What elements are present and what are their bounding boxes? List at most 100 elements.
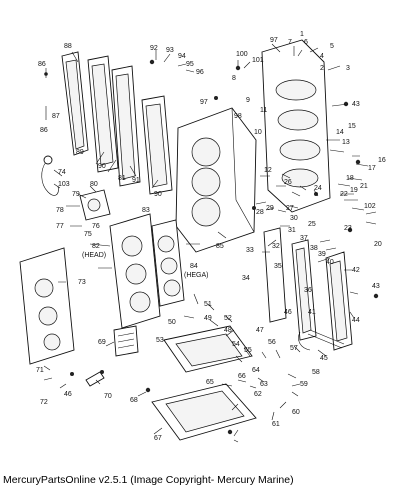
- callout-88: 88: [64, 43, 72, 50]
- callout-84-hega-note: (HEGA): [184, 272, 209, 279]
- callout-98: 98: [234, 113, 242, 120]
- callout-31: 31: [288, 227, 296, 234]
- callout-24: 24: [314, 185, 322, 192]
- callout-90-left: 90: [98, 163, 106, 170]
- callout-96: 96: [196, 69, 204, 76]
- callout-38: 38: [310, 245, 318, 252]
- callout-84: 84: [190, 263, 198, 270]
- callout-19: 19: [350, 187, 358, 194]
- copyright-caption: MercuryPartsOnline v2.5.1 (Image Copyrig…: [3, 474, 294, 486]
- callout-4: 4: [320, 53, 324, 60]
- callout-97-lower: 97: [200, 99, 208, 106]
- cylinder-head: [109, 213, 161, 329]
- thermostat-housing: [79, 189, 111, 221]
- callout-59: 59: [300, 381, 308, 388]
- callout-37: 37: [300, 235, 308, 242]
- callout-103: 103: [58, 181, 70, 188]
- upper-bearing-plate: [163, 325, 253, 373]
- callout-87: 87: [52, 113, 60, 120]
- callout-11: 11: [260, 107, 267, 114]
- water-hose-fitting: [41, 155, 59, 196]
- callout-95: 95: [186, 61, 194, 68]
- transfer-port-cover-rear: [325, 251, 353, 351]
- callout-70: 70: [104, 393, 112, 400]
- callout-17: 17: [368, 165, 376, 172]
- callout-78: 78: [56, 207, 64, 214]
- callout-7: 7: [288, 39, 292, 46]
- callout-73: 73: [78, 279, 86, 286]
- callout-63: 63: [260, 381, 268, 388]
- callout-45: 45: [320, 355, 328, 362]
- callout-9: 9: [246, 97, 250, 104]
- water-jacket-cover: [19, 247, 75, 365]
- callout-55: 55: [244, 347, 252, 354]
- callout-6: 6: [304, 39, 308, 46]
- callout-83: 83: [142, 207, 150, 214]
- callout-25: 25: [308, 221, 316, 228]
- exhaust-manifold-cover: [111, 65, 141, 187]
- callout-100: 100: [236, 51, 248, 58]
- callout-60: 60: [292, 409, 300, 416]
- callout-85: 85: [216, 243, 224, 250]
- callout-36: 36: [304, 287, 312, 294]
- callout-26: 26: [284, 179, 292, 186]
- fastener-screws: [44, 59, 379, 435]
- callout-67: 67: [154, 435, 162, 442]
- callout-2: 2: [320, 65, 324, 72]
- callout-46-left: 46: [64, 391, 72, 398]
- callout-76: 76: [92, 223, 100, 230]
- exhaust-divider-plate: [87, 55, 119, 173]
- callout-58: 58: [312, 369, 320, 376]
- callout-20: 20: [374, 241, 382, 248]
- callout-43-lower: 43: [372, 283, 380, 290]
- callout-54: 54: [232, 341, 240, 348]
- callout-1: 1: [300, 31, 304, 38]
- callout-56: 56: [268, 339, 276, 346]
- callout-35: 35: [274, 263, 282, 270]
- callout-39: 39: [318, 251, 326, 258]
- callout-48: 48: [224, 327, 232, 334]
- callout-5: 5: [330, 43, 334, 50]
- callout-44: 44: [352, 317, 360, 324]
- callout-86-upper: 86: [38, 61, 46, 68]
- callout-13: 13: [342, 139, 350, 146]
- callout-90-right: 90: [154, 191, 162, 198]
- callout-72: 72: [40, 399, 48, 406]
- exploded-parts-diagram: 1 2 3 4 5 6 7 8 9 10 11 12 13 14 15 16 1…: [19, 31, 386, 443]
- callout-82: 82: [92, 243, 100, 250]
- callout-86-lower: 86: [40, 127, 48, 134]
- callout-8: 8: [232, 75, 236, 82]
- callout-77: 77: [56, 223, 64, 230]
- callout-18: 18: [346, 175, 354, 182]
- head-gasket: [151, 219, 185, 307]
- callout-89: 89: [76, 149, 84, 156]
- callout-51: 51: [204, 301, 212, 308]
- callout-69: 69: [98, 339, 106, 346]
- callout-75: 75: [84, 231, 92, 238]
- callout-23: 23: [344, 225, 352, 232]
- bleed-hose: [298, 329, 345, 351]
- exhaust-gasket: [141, 95, 173, 195]
- callout-40: 40: [326, 259, 334, 266]
- callout-10: 10: [254, 129, 262, 136]
- callout-labels: 1 2 3 4 5 6 7 8 9 10 11 12 13 14 15 16 1…: [36, 31, 386, 442]
- callout-68: 68: [130, 397, 138, 404]
- callout-64: 64: [252, 367, 260, 374]
- callout-79: 79: [72, 191, 80, 198]
- callout-12: 12: [264, 167, 272, 174]
- voltage-regulator-block: [113, 325, 139, 357]
- callout-53: 53: [156, 337, 164, 344]
- callout-15: 15: [348, 123, 356, 130]
- temperature-sensor: [85, 370, 105, 387]
- callout-42: 42: [352, 267, 360, 274]
- callout-33: 33: [246, 247, 254, 254]
- callout-46-right: 46: [284, 309, 292, 316]
- crankcase-cover: [261, 39, 331, 213]
- callout-41: 41: [308, 309, 316, 316]
- callout-81: 81: [118, 175, 126, 182]
- callout-27: 27: [286, 205, 294, 212]
- callout-82-head-note: (HEAD): [82, 252, 106, 259]
- callout-61: 61: [272, 421, 280, 428]
- callout-74: 74: [58, 169, 66, 176]
- callout-3: 3: [346, 65, 350, 72]
